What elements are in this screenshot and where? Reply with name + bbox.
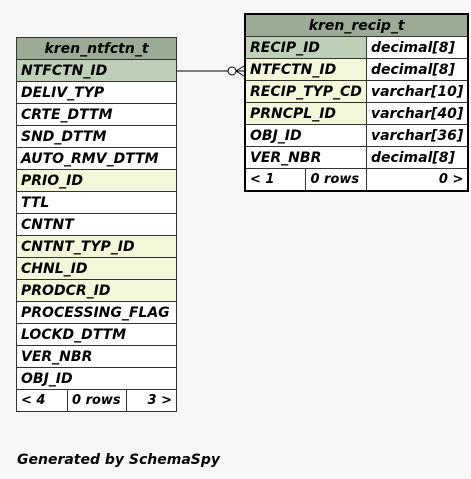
- column-row[interactable]: NTFCTN_ID: [16, 59, 177, 82]
- child-count[interactable]: 0 >: [365, 168, 469, 192]
- column-name: LOCKD_DTTM: [16, 323, 177, 346]
- column-name: NTFCTN_ID: [244, 58, 367, 81]
- generated-by-label: Generated by SchemaSpy: [17, 452, 221, 468]
- column-row[interactable]: OBJ_ID: [16, 367, 177, 390]
- column-name: CNTNT: [16, 213, 177, 236]
- column-row[interactable]: CNTNT: [16, 213, 177, 236]
- column-row[interactable]: SND_DTTM: [16, 125, 177, 148]
- column-name: OBJ_ID: [244, 124, 367, 147]
- column-type: varchar[10]: [365, 80, 469, 103]
- parent-count[interactable]: < 4: [16, 389, 68, 412]
- row-count: 0 rows: [305, 168, 367, 192]
- table-header-row: kren_recip_t: [244, 13, 469, 37]
- column-name: OBJ_ID: [16, 367, 177, 390]
- column-name: PRODCR_ID: [16, 279, 177, 302]
- column-name: CNTNT_TYP_ID: [16, 235, 177, 258]
- column-row[interactable]: PRODCR_ID: [16, 279, 177, 302]
- column-name: DELIV_TYP: [16, 81, 177, 104]
- column-type: decimal[8]: [365, 58, 469, 81]
- parent-count[interactable]: < 1: [244, 168, 307, 192]
- crowfoot-upper: [235, 65, 245, 72]
- column-type: decimal[8]: [365, 36, 469, 59]
- column-row[interactable]: LOCKD_DTTM: [16, 323, 177, 346]
- column-type: varchar[36]: [365, 124, 469, 147]
- column-name: CRTE_DTTM: [16, 103, 177, 126]
- column-row[interactable]: CRTE_DTTM: [16, 103, 177, 126]
- column-name: NTFCTN_ID: [16, 59, 177, 82]
- column-type: varchar[40]: [365, 102, 469, 125]
- column-row[interactable]: PROCESSING_FLAG: [16, 301, 177, 324]
- column-name: AUTO_RMV_DTTM: [16, 147, 177, 170]
- column-row[interactable]: DELIV_TYP: [16, 81, 177, 104]
- child-count[interactable]: 3 >: [126, 389, 177, 412]
- column-type: decimal[8]: [365, 146, 469, 169]
- column-name: VER_NBR: [244, 146, 367, 169]
- table-name[interactable]: kren_ntfctn_t: [16, 37, 177, 60]
- column-name: VER_NBR: [16, 345, 177, 368]
- column-row[interactable]: TTL: [16, 191, 177, 214]
- column-row[interactable]: VER_NBR: [16, 345, 177, 368]
- column-name: PROCESSING_FLAG: [16, 301, 177, 324]
- column-row[interactable]: CHNL_ID: [16, 257, 177, 280]
- zero-many-circle: [227, 66, 237, 76]
- column-name: TTL: [16, 191, 177, 214]
- column-name: SND_DTTM: [16, 125, 177, 148]
- table-name[interactable]: kren_recip_t: [244, 13, 469, 37]
- table-header-row: kren_ntfctn_t: [16, 37, 177, 60]
- column-name: PRNCPL_ID: [244, 102, 367, 125]
- column-name: PRIO_ID: [16, 169, 177, 192]
- column-name: CHNL_ID: [16, 257, 177, 280]
- column-row[interactable]: CNTNT_TYP_ID: [16, 235, 177, 258]
- column-row[interactable]: AUTO_RMV_DTTM: [16, 147, 177, 170]
- column-row[interactable]: PRIO_ID: [16, 169, 177, 192]
- column-name: RECIP_ID: [244, 36, 367, 59]
- row-count: 0 rows: [67, 389, 127, 412]
- crowfoot-lower: [235, 70, 245, 77]
- column-name: RECIP_TYP_CD: [244, 80, 367, 103]
